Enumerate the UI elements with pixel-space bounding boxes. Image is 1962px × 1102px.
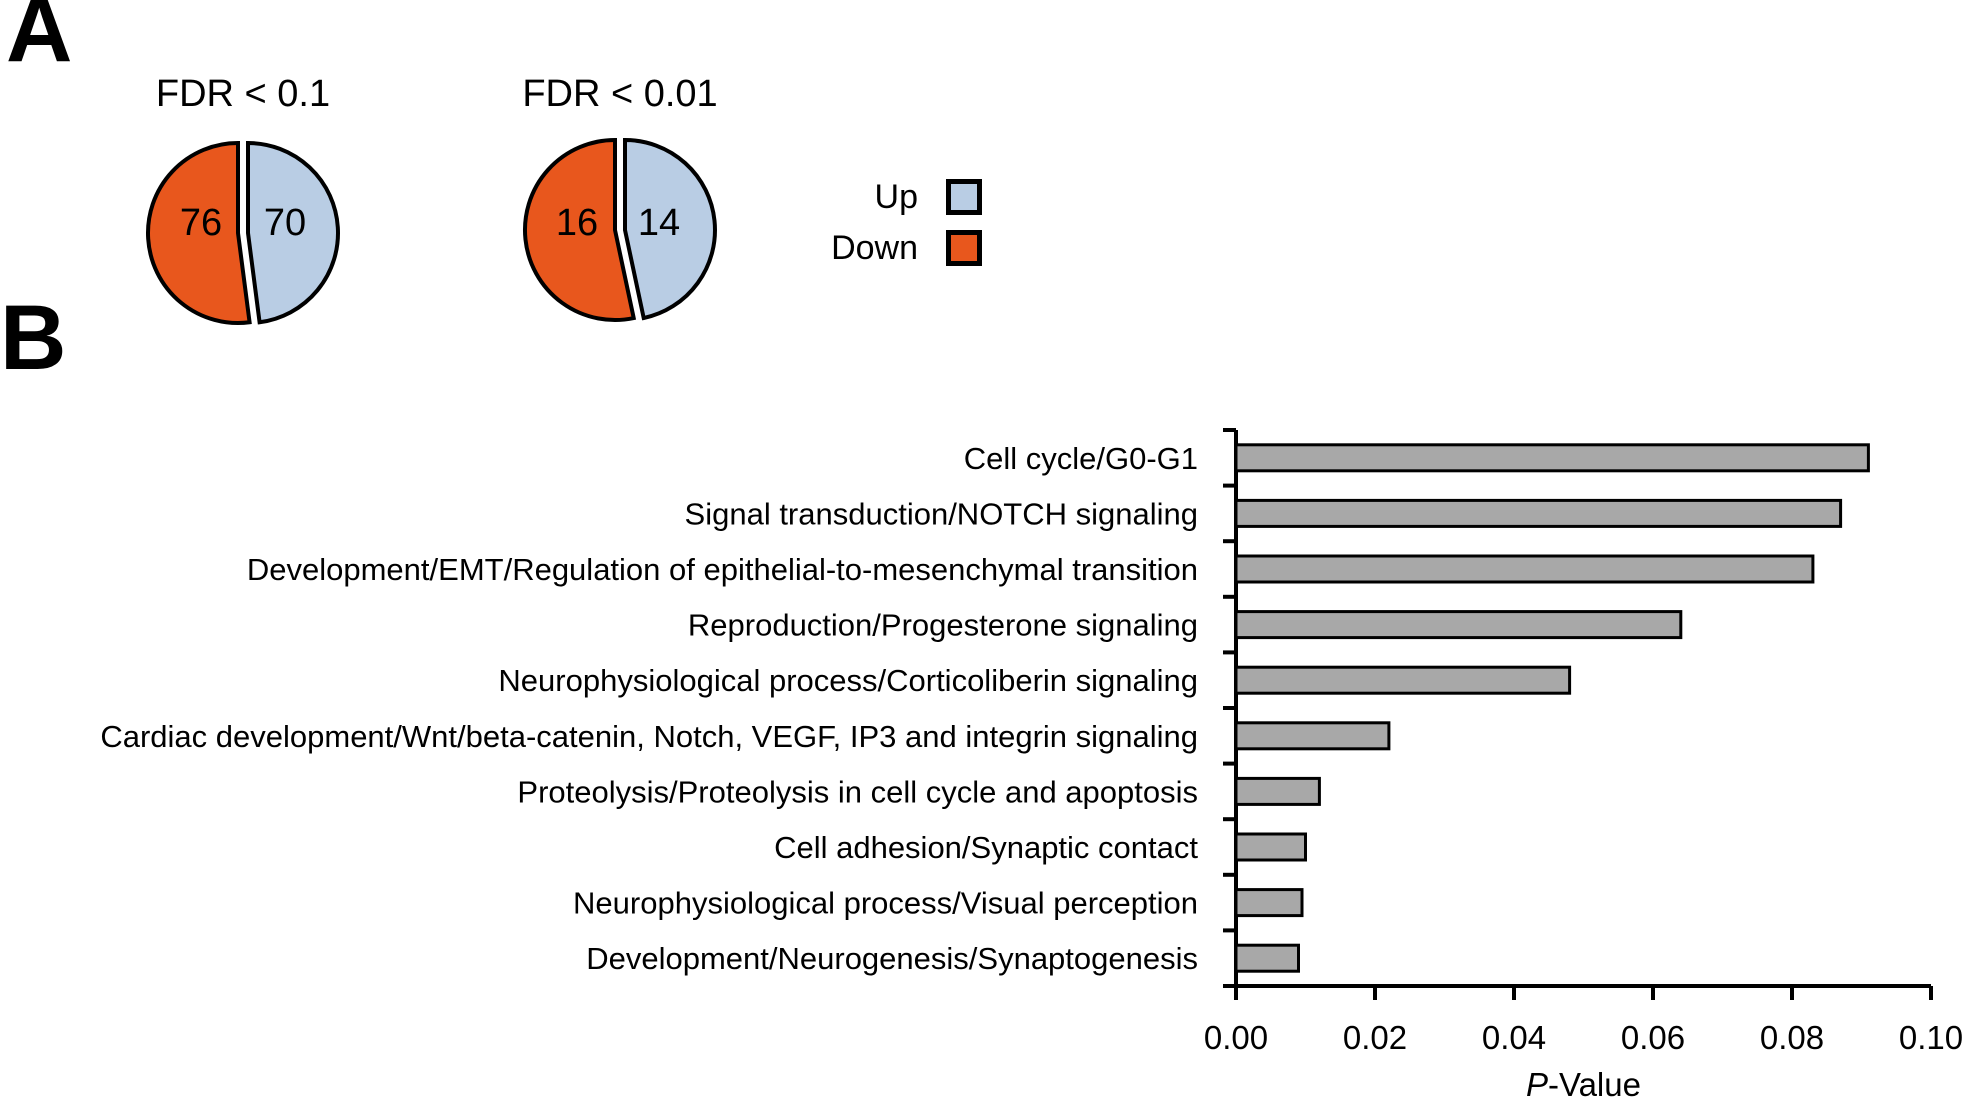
pie-slice-down bbox=[146, 140, 252, 325]
x-tick-label: 0.08 bbox=[1760, 1019, 1824, 1056]
pie2-title: FDR < 0.01 bbox=[522, 73, 718, 115]
bar bbox=[1234, 721, 1391, 751]
pie2-down-value: 16 bbox=[555, 202, 599, 244]
x-tick-label: 0.10 bbox=[1899, 1019, 1962, 1056]
x-tick-label: 0.00 bbox=[1204, 1019, 1268, 1056]
bar bbox=[1234, 554, 1815, 584]
category-label: Signal transduction/NOTCH signaling bbox=[685, 496, 1198, 531]
pie-slice-up bbox=[246, 140, 340, 325]
pie2-chart bbox=[523, 137, 717, 322]
category-label: Development/Neurogenesis/Synaptogenesis bbox=[586, 941, 1198, 976]
legend-row-up: Up bbox=[700, 179, 982, 215]
category-label: Reproduction/Progesterone signaling bbox=[688, 608, 1198, 643]
category-label: Neurophysiological process/Corticoliberi… bbox=[498, 663, 1198, 698]
legend-row-down: Down bbox=[700, 230, 982, 266]
category-label: Development/EMT/Regulation of epithelial… bbox=[247, 552, 1198, 587]
legend-up-label: Up bbox=[874, 178, 918, 216]
bar bbox=[1234, 888, 1304, 918]
panel-a-label: A bbox=[6, 0, 73, 81]
pie-legend: Up Down bbox=[700, 179, 982, 281]
category-label: Cardiac development/Wnt/beta-catenin, No… bbox=[100, 719, 1198, 754]
x-tick-label: 0.02 bbox=[1343, 1019, 1407, 1056]
x-axis-label: P-Value bbox=[1526, 1066, 1641, 1102]
pie-slice-up bbox=[623, 137, 717, 321]
bar bbox=[1234, 832, 1307, 862]
bar bbox=[1234, 665, 1572, 695]
pie-slice-down bbox=[523, 137, 637, 322]
pie2-up-value: 14 bbox=[637, 202, 681, 244]
pie1-up-value: 70 bbox=[263, 202, 307, 244]
legend-up-swatch bbox=[946, 179, 982, 215]
pie1-title: FDR < 0.1 bbox=[155, 73, 331, 115]
pie1-down-value: 76 bbox=[179, 202, 223, 244]
bar bbox=[1234, 610, 1683, 640]
bar bbox=[1234, 443, 1870, 473]
bar bbox=[1234, 498, 1843, 528]
legend-down-swatch bbox=[946, 230, 982, 266]
category-label: Neurophysiological process/Visual percep… bbox=[573, 886, 1198, 921]
bar bbox=[1234, 776, 1321, 806]
panel-b-label: B bbox=[0, 287, 67, 389]
category-label: Proteolysis/Proteolysis in cell cycle an… bbox=[517, 774, 1198, 809]
x-tick-label: 0.06 bbox=[1621, 1019, 1685, 1056]
x-tick-label: 0.04 bbox=[1482, 1019, 1546, 1056]
legend-down-label: Down bbox=[831, 229, 918, 267]
bar bbox=[1234, 943, 1300, 973]
pie1-chart bbox=[146, 140, 340, 325]
category-label: Cell adhesion/Synaptic contact bbox=[774, 830, 1198, 865]
category-label: Cell cycle/G0-G1 bbox=[964, 441, 1198, 476]
